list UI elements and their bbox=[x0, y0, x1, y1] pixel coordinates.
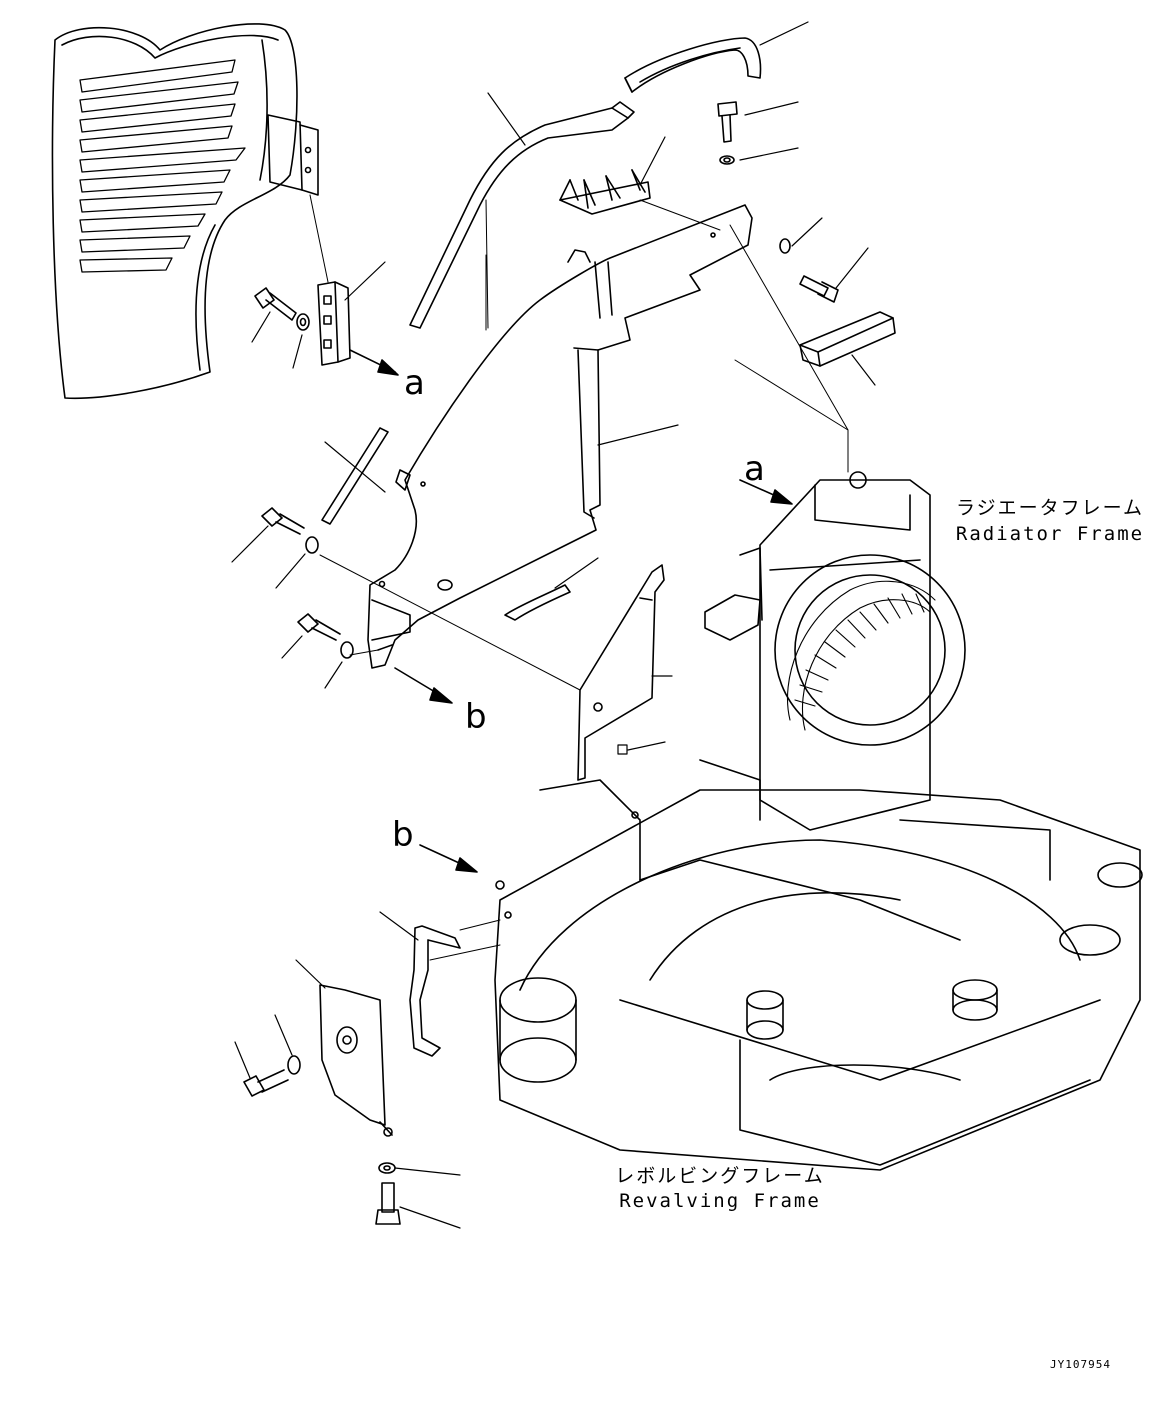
plate-part bbox=[577, 564, 665, 781]
clip-bracket-part bbox=[559, 169, 651, 215]
shroud-panel-part bbox=[367, 204, 753, 669]
hood-cover-part bbox=[51, 23, 319, 400]
bolt-part bbox=[297, 613, 354, 659]
drawing-code: JY107954 bbox=[1050, 1358, 1111, 1371]
bolt-part bbox=[717, 101, 738, 165]
hood-bracket-part bbox=[309, 194, 351, 366]
arrow-a-upper bbox=[349, 349, 399, 376]
seal-strip-part bbox=[409, 101, 635, 329]
bolt-part bbox=[375, 1162, 401, 1225]
bolt-part bbox=[261, 507, 319, 554]
bottom-seal-part bbox=[409, 925, 461, 1057]
revolving-frame-label-jp: レボルビングフレーム bbox=[615, 1165, 825, 1187]
revolving-frame-part bbox=[494, 759, 1143, 1171]
radiator-frame-label-en: Radiator Frame bbox=[955, 523, 1145, 545]
callout-a-upper: a bbox=[404, 363, 425, 403]
radiator-frame-part bbox=[704, 471, 966, 831]
arrow-b-middle bbox=[394, 667, 453, 704]
callout-b-middle: b bbox=[465, 697, 487, 737]
cushion-part bbox=[799, 311, 896, 367]
callout-a-frame: a bbox=[744, 449, 765, 489]
rod-part bbox=[504, 584, 571, 621]
leader-lines bbox=[231, 21, 876, 1229]
revolving-frame-label-en: Revalving Frame bbox=[619, 1190, 821, 1212]
bolt-part bbox=[243, 1055, 301, 1097]
hood-louvers bbox=[79, 59, 246, 273]
gasket-strip-part bbox=[321, 427, 389, 525]
radiator-hose bbox=[786, 580, 936, 731]
callout-b-frame: b bbox=[392, 815, 414, 855]
bottom-cover-part bbox=[319, 984, 393, 1137]
radiator-frame-label-jp: ラジエータフレーム bbox=[955, 497, 1145, 519]
bolt-part bbox=[254, 287, 310, 331]
arrow-a-frame bbox=[739, 479, 793, 505]
arrow-b-frame bbox=[419, 844, 478, 873]
grip-part bbox=[624, 37, 762, 93]
bolt-part bbox=[779, 238, 839, 303]
